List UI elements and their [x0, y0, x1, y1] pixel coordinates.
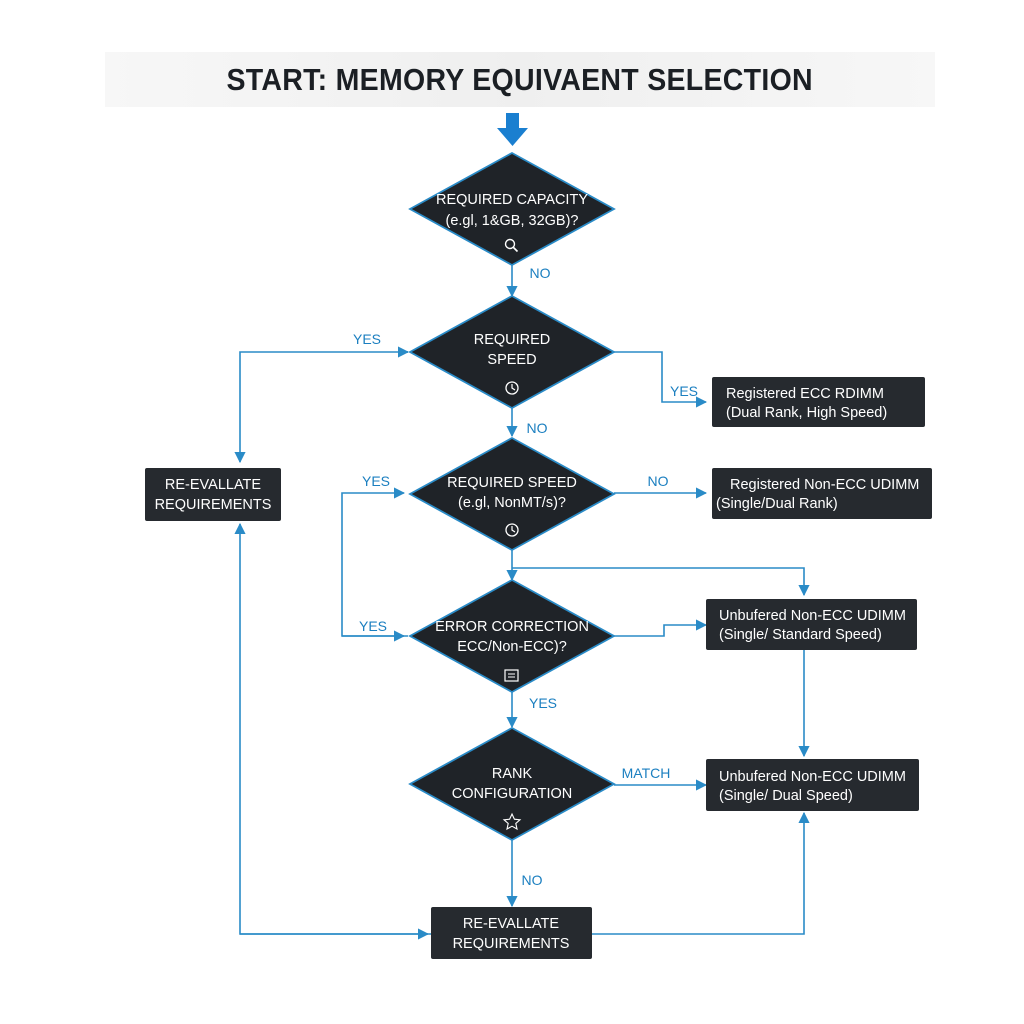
edge-label-rank-no: NO — [522, 872, 543, 888]
result-rdimm-line2: (Dual Rank, High Speed) — [726, 405, 887, 421]
result-reg-udimm-line2: (Single/Dual Rank) — [716, 496, 838, 512]
decision-speed: REQUIRED SPEED — [408, 294, 616, 410]
magnifier-icon — [504, 238, 519, 253]
edge-label-detail-no: NO — [648, 473, 669, 489]
edge-label-speed-yes-left: YES — [353, 331, 381, 347]
edge-label-detail-yes: YES — [362, 473, 390, 489]
connector-split-right — [512, 567, 810, 597]
decision-speed-detail-line2: (e.gl, NonMT/s)? — [458, 495, 566, 511]
decision-ecc: ERROR CORRECTION ECC/Non-ECC)? — [408, 578, 616, 694]
connectors — [234, 265, 810, 940]
connector-yes-loop — [341, 487, 408, 637]
reevaluate-bottom-line2: REQUIREMENTS — [453, 936, 570, 952]
edge-label-speed-no: NO — [527, 420, 548, 436]
result-unbuf-dual-line2: (Single/ Dual Speed) — [719, 788, 853, 804]
result-unbuf-dual: Unbufered Non-ECC UDIMM (Single/ Dual Sp… — [706, 759, 919, 811]
decision-ecc-line1: ERROR CORRECTION — [435, 619, 589, 635]
reevaluate-left-line2: REQUIREMENTS — [155, 497, 272, 513]
decision-speed-line1: REQUIRED — [474, 332, 551, 348]
result-unbuf-standard-line2: (Single/ Standard Speed) — [719, 627, 882, 643]
memory-chip-icon — [504, 669, 519, 682]
result-rdimm-line1: Registered ECC RDIMM — [726, 386, 884, 402]
edge-label-speed-yes-right: YES — [670, 383, 698, 399]
edge-label-rank-match: MATCH — [622, 765, 671, 781]
result-unbuf-dual-line1: Unbufered Non-ECC UDIMM — [719, 769, 906, 785]
decision-capacity-line1: REQUIRED CAPACITY — [436, 192, 588, 208]
reevaluate-left-line1: RE-EVALLATE — [165, 477, 261, 493]
result-unbuf-standard: Unbufered Non-ECC UDIMM (Single/ Standar… — [706, 599, 917, 650]
page-title: START: MEMORY EQUIVAENT SELECTION — [226, 61, 814, 97]
decision-rank: RANK CONFIGURATION — [408, 726, 616, 842]
star-icon — [502, 812, 522, 831]
decision-speed-detail: REQUIRED SPEED (e.gl, NonMT/s)? — [408, 436, 616, 552]
title-band: START: MEMORY EQUIVAENT SELECTION — [105, 52, 935, 107]
decision-rank-line2: CONFIGURATION — [452, 786, 573, 802]
reevaluate-left-box: RE-EVALLATE REQUIREMENTS — [145, 468, 281, 521]
start-arrow-icon — [497, 113, 528, 146]
result-unbuf-standard-line1: Unbufered Non-ECC UDIMM — [719, 608, 906, 624]
decision-ecc-line2: ECC/Non-ECC)? — [457, 639, 567, 655]
decision-speed-line2: SPEED — [487, 352, 536, 368]
reevaluate-bottom-box: RE-EVALLATE REQUIREMENTS — [431, 907, 592, 959]
result-rdimm: Registered ECC RDIMM (Dual Rank, High Sp… — [712, 377, 925, 427]
connector-ecc-unbuf — [614, 619, 708, 637]
edge-label-ecc-yes-down: YES — [529, 695, 557, 711]
clock-icon — [505, 381, 519, 395]
result-reg-udimm: Registered Non-ECC UDIMM (Single/Dual Ra… — [712, 468, 932, 519]
connector-speed-rdimm — [614, 351, 708, 408]
decision-capacity: REQUIRED CAPACITY (e.gl, 1&GB, 32GB)? — [408, 151, 616, 267]
edge-label-ecc-yes-left: YES — [359, 618, 387, 634]
decision-capacity-line2: (e.gl, 1&GB, 32GB)? — [446, 213, 579, 229]
clock-icon — [505, 523, 519, 537]
decision-speed-detail-line1: REQUIRED SPEED — [447, 475, 577, 491]
reevaluate-bottom-line1: RE-EVALLATE — [463, 916, 559, 932]
result-reg-udimm-line1: Registered Non-ECC UDIMM — [730, 477, 919, 493]
decision-rank-line1: RANK — [492, 766, 533, 782]
connector-bottom-right — [592, 811, 810, 935]
connector-speed-reevaluate — [234, 351, 408, 464]
edge-label-capacity-no: NO — [530, 265, 551, 281]
connector-bottom-left — [234, 522, 432, 935]
